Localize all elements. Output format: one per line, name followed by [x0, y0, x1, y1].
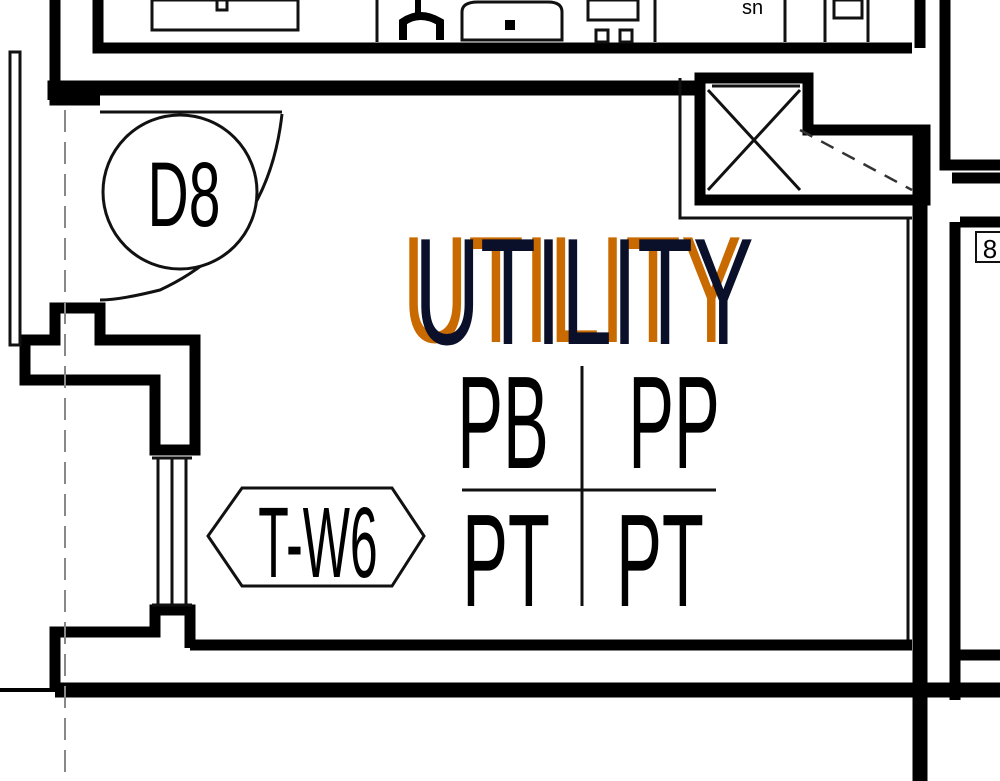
upper-room-fixtures: sn [49, 0, 1000, 171]
room-name-label: UTILITY [414, 207, 753, 377]
room-name: UTILITY UTILITY [402, 205, 753, 377]
svg-text:sn: sn [742, 0, 763, 19]
wall-type-tag-label: T-W6 [258, 486, 377, 599]
fixture-icon [586, 0, 640, 22]
utility-room-walls [0, 50, 1000, 781]
offscreen-tag: 8 [975, 231, 1000, 264]
offscreen-tag-label: 8 [983, 234, 997, 264]
finish-legend-top-right: PP [628, 350, 720, 497]
door-tag: D8 [101, 113, 259, 271]
sink-icon [460, 0, 564, 42]
finish-legend-bottom-left: PT [462, 488, 550, 635]
finish-legend: PB PP PT PT [457, 350, 720, 635]
finish-legend-top-left: PB [457, 350, 549, 497]
faucet-icon [399, 12, 444, 40]
finish-legend-bottom-right: PT [616, 488, 704, 635]
wall-type-tag: T-W6 [206, 486, 426, 599]
room-name-fringe: UTILITY [402, 205, 741, 375]
door-tag-label: D8 [148, 144, 221, 246]
